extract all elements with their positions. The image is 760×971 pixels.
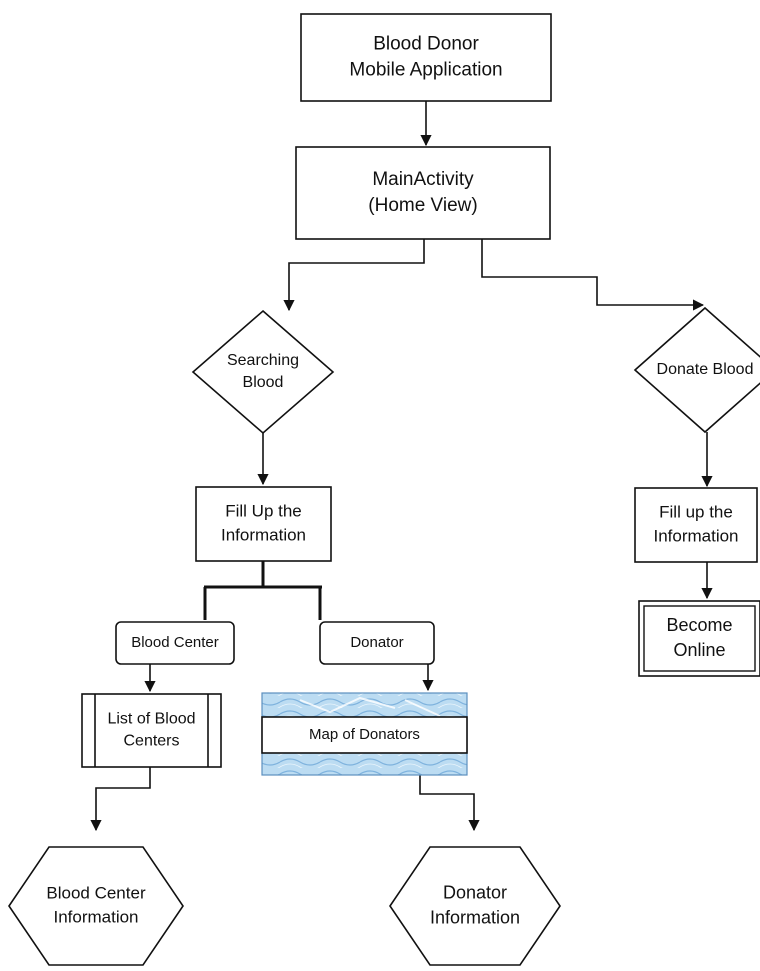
node-donator-info-text-1: Donator <box>443 882 507 902</box>
node-center-info-text-2: Information <box>53 907 138 926</box>
node-app-text-2: Mobile Application <box>349 60 502 81</box>
node-blood-center-shape <box>115 621 235 665</box>
node-donator[interactable]: Donator <box>319 621 435 665</box>
node-searching-text-1: Searching <box>227 352 299 369</box>
node-app-text-1: Blood Donor <box>373 34 479 55</box>
node-fill-left-text-2: Information <box>221 525 306 544</box>
node-center-info-shape <box>8 846 184 966</box>
node-searching-shape <box>191 309 335 435</box>
node-main[interactable]: MainActivity (Home View) <box>295 146 551 240</box>
become-online-inner-border <box>643 605 756 672</box>
map-label-band <box>261 716 468 754</box>
node-become-online-text-1: Become <box>666 615 732 635</box>
node-list-centers-text-1: List of Blood <box>107 711 195 728</box>
node-fill-right-text-1: Fill up the <box>659 502 733 521</box>
node-fill-left-text-1: Fill Up the <box>225 501 302 520</box>
node-list-centers-text-2: Centers <box>123 733 179 750</box>
node-donator-text-1: Donator <box>350 634 403 651</box>
list-centers-shape <box>81 693 222 768</box>
node-fill-right-shape <box>634 487 758 563</box>
node-main-shape <box>295 146 551 240</box>
edge-main-to-searching <box>283 239 425 312</box>
node-donate-shape <box>633 306 760 434</box>
node-searching-text-2: Blood <box>243 374 284 391</box>
node-main-text-1: MainActivity <box>372 169 474 190</box>
node-donator-shape <box>319 621 435 665</box>
node-become-online-text-2: Online <box>673 640 725 660</box>
node-center-info-text-1: Blood Center <box>46 883 146 902</box>
node-donator-info-shape <box>389 846 561 966</box>
node-fill-right-text-2: Information <box>653 526 738 545</box>
node-map-donators-text-1: Map of Donators <box>309 726 420 743</box>
map-roads <box>299 696 441 717</box>
node-blood-center-label: Blood Center <box>131 634 219 651</box>
node-donator-info-text-2: Information <box>430 907 520 927</box>
node-map-donators-label: Map of Donators <box>309 726 420 743</box>
node-donate[interactable]: Donate Blood <box>633 306 760 434</box>
node-app-shape <box>300 13 552 102</box>
edge-main-to-donate-2 <box>481 239 705 311</box>
node-blood-center[interactable]: Blood Center <box>115 621 235 665</box>
node-fill-left-shape <box>195 486 332 562</box>
node-donator-label: Donator <box>350 634 403 651</box>
node-map-donators[interactable]: Map of Donators <box>261 692 468 776</box>
connectors <box>90 101 713 832</box>
node-main-label: MainActivity (Home View) <box>368 169 477 216</box>
node-blood-center-text-1: Blood Center <box>131 634 219 651</box>
node-main-text-2: (Home View) <box>368 195 477 216</box>
node-donate-text-1: Donate Blood <box>657 361 754 378</box>
node-donate-label: Donate Blood <box>657 361 754 378</box>
become-online-outer-border <box>638 600 760 677</box>
